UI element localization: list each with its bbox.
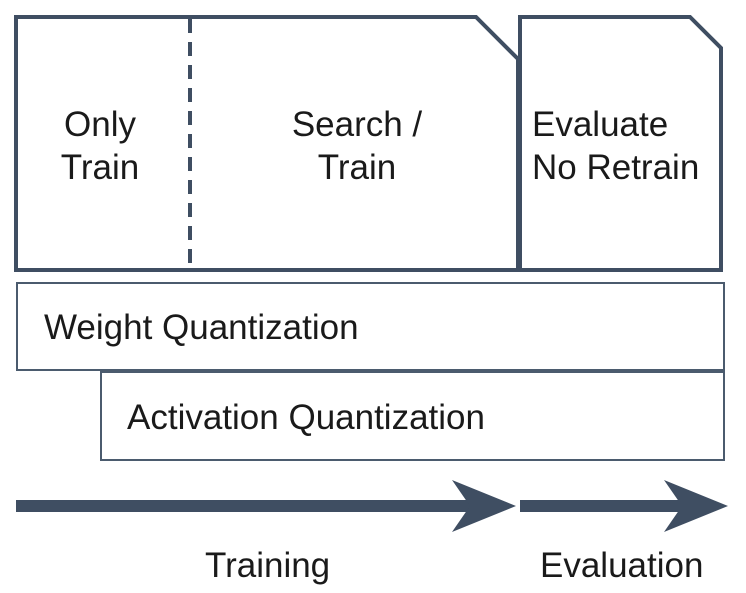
phase-label-search-train-line2: Train <box>317 148 397 187</box>
stage-label-evaluation: Evaluation <box>540 546 704 585</box>
training-arrow-shaft <box>16 500 476 512</box>
evaluation-phase-box <box>518 15 723 272</box>
activation-quantization-bar: Activation Quantization <box>100 371 725 461</box>
phase-label-search-train: Search / Train <box>262 103 452 189</box>
evaluation-arrow-shaft <box>520 500 688 512</box>
phase-label-only-train-line2: Train <box>60 148 140 187</box>
stage-label-training: Training <box>205 546 331 585</box>
weight-quantization-bar: Weight Quantization <box>16 282 725 371</box>
phase-label-only-train: Only Train <box>40 103 160 189</box>
phase-label-evaluate: Evaluate No Retrain <box>532 103 717 189</box>
evaluation-arrow <box>520 480 728 532</box>
weight-quantization-label: Weight Quantization <box>44 308 359 347</box>
training-arrow <box>16 480 516 532</box>
training-arrow-head <box>452 480 516 532</box>
phase-label-only-train-line1: Only <box>64 105 136 144</box>
phase-label-search-train-line1: Search / <box>291 105 423 144</box>
phase-label-evaluate-line2: No Retrain <box>532 148 700 187</box>
activation-quantization-label: Activation Quantization <box>127 398 485 437</box>
evaluation-arrow-head <box>664 480 728 532</box>
phase-label-evaluate-line1: Evaluate <box>532 105 669 144</box>
